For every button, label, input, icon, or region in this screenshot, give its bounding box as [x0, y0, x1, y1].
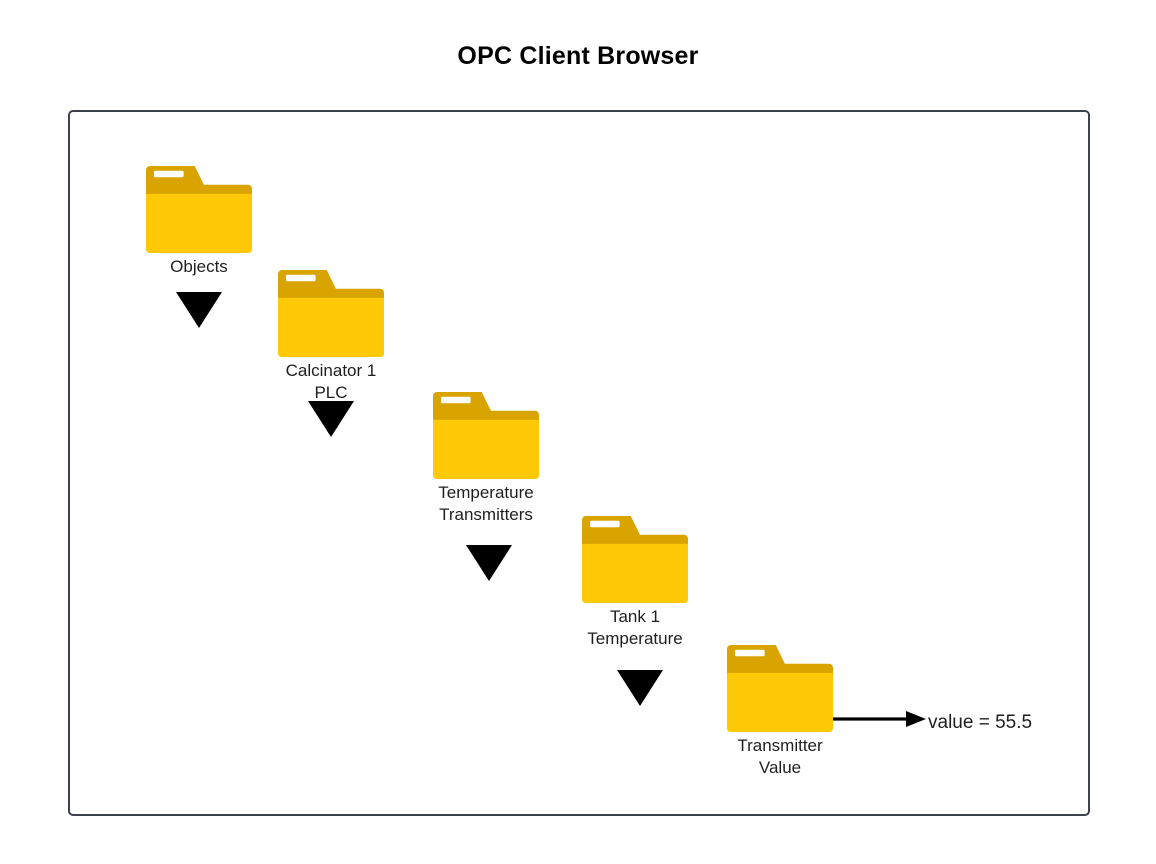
tree-node-calcinator-1-plc[interactable]: Calcinator 1 PLC	[278, 270, 384, 404]
arrow-right-icon	[833, 710, 926, 728]
tree-node-label: Transmitter Value	[737, 736, 823, 777]
transmitter-value-readout: value = 55.5	[928, 712, 1033, 733]
tree-node-transmitter-value[interactable]: Transmitter Value	[727, 645, 833, 779]
tree-node-label: Calcinator 1 PLC	[285, 361, 377, 402]
arrow-down-icon	[466, 545, 512, 581]
arrow-down-icon	[308, 401, 354, 437]
folder-icon[interactable]	[146, 166, 252, 253]
tree-node-tank-1-temperature[interactable]: Tank 1 Temperature	[582, 516, 688, 650]
arrow-down-icon	[176, 292, 222, 328]
folder-icon[interactable]	[582, 516, 688, 603]
tree-node-objects[interactable]: Objects	[146, 166, 252, 278]
tree-node-label: Tank 1 Temperature	[587, 607, 683, 648]
page-title: OPC Client Browser	[457, 42, 699, 70]
arrow-down-icon	[617, 670, 663, 706]
tree-node-label: Temperature Transmitters	[438, 483, 534, 524]
folder-icon[interactable]	[278, 270, 384, 357]
tree-node-temperature-transmitters[interactable]: Temperature Transmitters	[433, 392, 539, 526]
tree-node-label: Objects	[170, 257, 228, 276]
folder-icon[interactable]	[727, 645, 833, 732]
folder-icon[interactable]	[433, 392, 539, 479]
